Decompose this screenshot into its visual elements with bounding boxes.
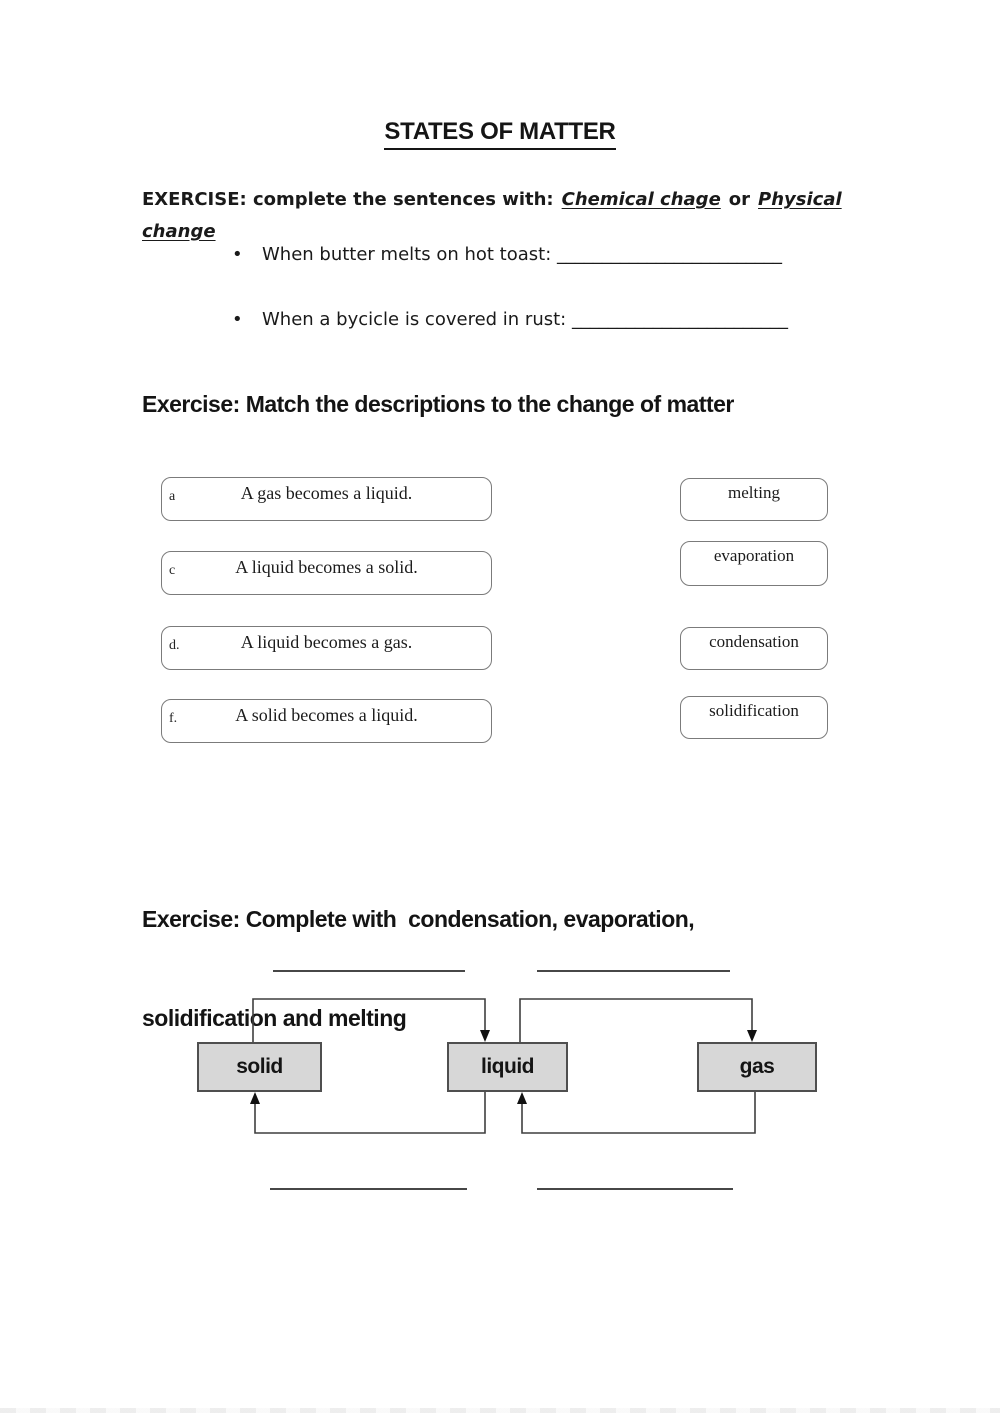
description-box-d[interactable]: d. A liquid becomes a gas. bbox=[161, 626, 492, 670]
diagram-blank-bottom-left[interactable] bbox=[270, 1188, 467, 1190]
complete-exercise-heading-line2: solidification and melting bbox=[142, 1005, 407, 1031]
exercise1-prompt: EXERCISE: complete the sentences with: Ch… bbox=[142, 184, 842, 248]
description-box-f[interactable]: f. A solid becomes a liquid. bbox=[161, 699, 492, 743]
description-label-a: a bbox=[169, 489, 176, 504]
term-text: melting bbox=[728, 483, 780, 502]
term-text: evaporation bbox=[713, 546, 795, 565]
description-text: A liquid becomes a solid. bbox=[235, 557, 418, 577]
term-text: condensation bbox=[709, 632, 799, 651]
match-exercise-heading: Exercise: Match the descriptions to the … bbox=[142, 391, 734, 417]
bullet-text: When butter melts on hot toast: bbox=[262, 244, 552, 265]
state-label-liquid: liquid bbox=[481, 1055, 535, 1078]
bullet-text: When a bycicle is covered in rust: bbox=[262, 309, 567, 330]
diagram-blank-top-left[interactable] bbox=[273, 970, 465, 972]
description-label-d: d. bbox=[169, 638, 180, 653]
term-box-melting[interactable]: melting bbox=[680, 478, 828, 521]
description-box-a[interactable]: a A gas becomes a liquid. bbox=[161, 477, 492, 521]
option-conjunction: or bbox=[728, 189, 751, 210]
complete-exercise-heading-line1: Exercise: Complete with condensation, ev… bbox=[142, 906, 695, 932]
page-title: STATES OF MATTER bbox=[384, 118, 616, 150]
term-box-evaporation[interactable]: evaporation bbox=[680, 541, 828, 586]
description-box-c[interactable]: c A liquid becomes a solid. bbox=[161, 551, 492, 595]
state-label-gas: gas bbox=[739, 1055, 775, 1078]
option-chemical-change: Chemical chage bbox=[561, 189, 721, 210]
answer-blank-bicycle[interactable]: ________________________ bbox=[571, 309, 788, 330]
arrowhead-down-icon bbox=[747, 1030, 757, 1042]
bullet-item-bicycle: • When a bycicle is covered in rust: ____… bbox=[232, 309, 788, 330]
state-label-solid: solid bbox=[236, 1055, 283, 1078]
term-box-condensation[interactable]: condensation bbox=[680, 627, 828, 670]
state-box-liquid: liquid bbox=[447, 1042, 568, 1092]
diagram-blank-top-right[interactable] bbox=[537, 970, 730, 972]
term-box-solidification[interactable]: solidification bbox=[680, 696, 828, 739]
answer-blank-butter[interactable]: _________________________ bbox=[557, 244, 782, 265]
bullet-icon: • bbox=[232, 244, 243, 265]
diagram-blank-bottom-right[interactable] bbox=[537, 1188, 733, 1190]
term-text: solidification bbox=[709, 701, 799, 720]
description-text: A gas becomes a liquid. bbox=[240, 483, 413, 503]
description-text: A solid becomes a liquid. bbox=[235, 705, 418, 725]
next-page-edge bbox=[0, 1408, 1000, 1413]
title-area: STATES OF MATTER bbox=[0, 118, 1000, 150]
option-physical-change-word1: Physical bbox=[758, 189, 842, 210]
complete-exercise-heading: Exercise: Complete with condensation, ev… bbox=[142, 837, 695, 1068]
state-box-solid: solid bbox=[197, 1042, 322, 1092]
bullet-icon: • bbox=[232, 309, 243, 330]
arrowhead-up-icon bbox=[250, 1092, 260, 1104]
state-box-gas: gas bbox=[697, 1042, 817, 1092]
arrowhead-up-icon bbox=[517, 1092, 527, 1104]
option-physical-change-word2: change bbox=[142, 221, 216, 242]
description-label-c: c bbox=[169, 563, 176, 578]
bullet-item-butter: • When butter melts on hot toast: _______… bbox=[232, 244, 782, 265]
description-text: A liquid becomes a gas. bbox=[240, 632, 413, 652]
description-label-f: f. bbox=[169, 711, 178, 726]
exercise1-prompt-text: EXERCISE: complete the sentences with: bbox=[142, 189, 554, 210]
